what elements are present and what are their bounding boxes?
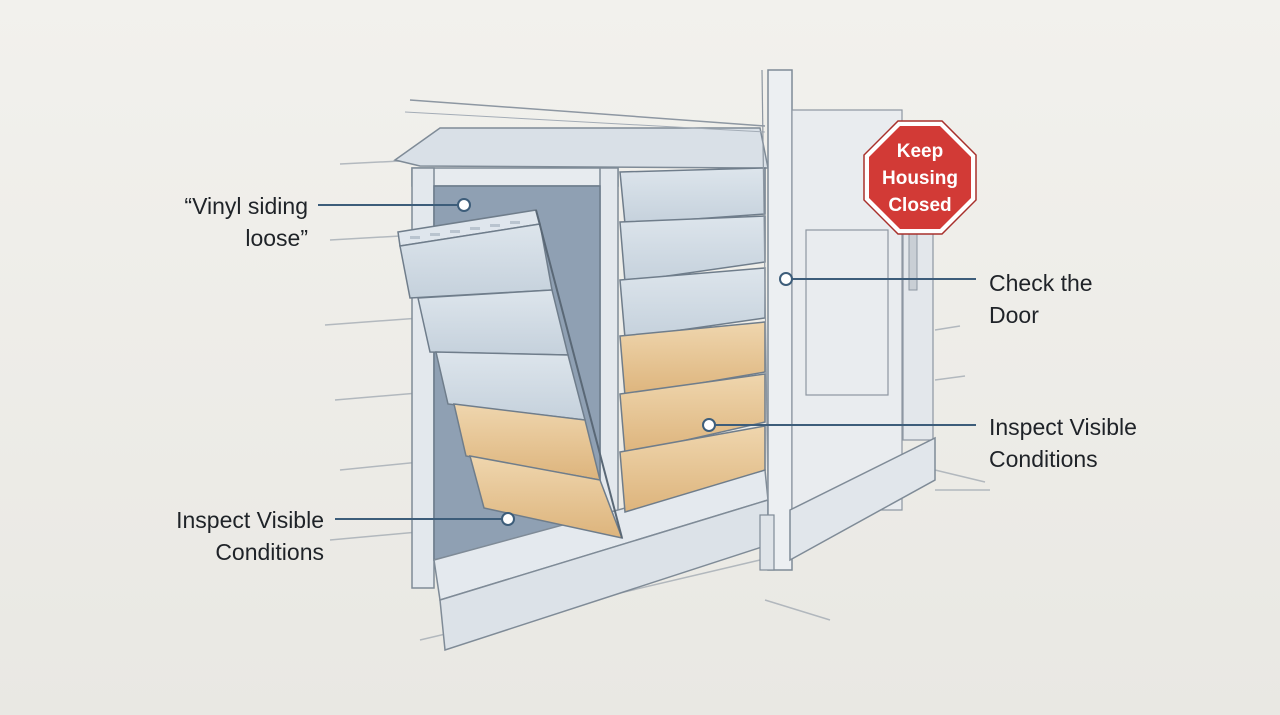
- callout-door-line2: Door: [989, 302, 1039, 328]
- callout-vinyl-line1: “Vinyl siding: [184, 193, 308, 219]
- callout-check-door: Check the Door: [989, 267, 1093, 331]
- callout-leaders: [318, 198, 976, 526]
- callout-dot-inspect-left: [501, 512, 515, 526]
- stop-sign-line2: Housing: [882, 168, 958, 189]
- callout-inspect-right: Inspect Visible Conditions: [989, 411, 1137, 475]
- housing-cornice: [393, 99, 769, 169]
- callout-inspect-right-line1: Inspect Visible: [989, 414, 1137, 440]
- callout-vinyl-siding: “Vinyl siding loose”: [184, 190, 308, 254]
- loose-siding-panel: [397, 209, 624, 540]
- callout-dot-vinyl: [457, 198, 471, 212]
- callout-inspect-left-line1: Inspect Visible: [176, 507, 324, 533]
- callout-inspect-left: Inspect Visible Conditions: [176, 504, 324, 568]
- callout-dot-door: [779, 272, 793, 286]
- callout-inspect-left-line2: Conditions: [215, 539, 324, 565]
- callout-inspect-right-line2: Conditions: [989, 446, 1098, 472]
- fixed-siding-panels: [619, 167, 766, 513]
- door-assembly: [759, 69, 936, 571]
- callout-dot-inspect-right: [702, 418, 716, 432]
- callout-vinyl-line2: loose”: [245, 225, 308, 251]
- stop-sign-line1: Keep: [897, 141, 943, 162]
- stop-sign: Keep Housing Closed: [863, 120, 977, 291]
- callout-door-line1: Check the: [989, 270, 1093, 296]
- stop-sign-line3: Closed: [888, 195, 951, 216]
